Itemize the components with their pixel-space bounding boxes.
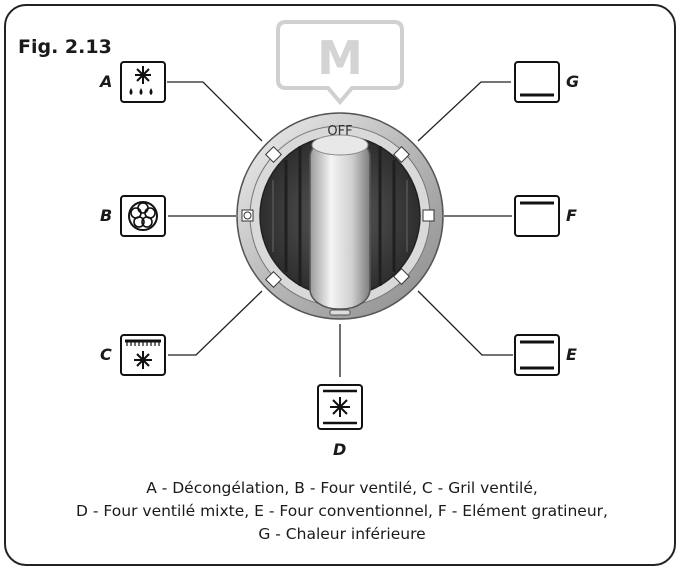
ring-symbol-bottom-heat-icon	[393, 146, 410, 163]
knob-handle	[309, 136, 371, 310]
caption-line-2: D - Four ventilé mixte, E - Four convent…	[76, 502, 608, 520]
figure-frame	[4, 4, 676, 566]
knob-grooves	[284, 146, 396, 286]
oven-knob: OFF	[236, 112, 444, 320]
caption-line-1: A - Décongélation, B - Four ventilé, C -…	[146, 479, 538, 497]
leader-lines	[167, 81, 513, 377]
top-element-icon	[514, 195, 560, 237]
fan-icon	[120, 195, 166, 237]
label-g: G	[566, 72, 580, 91]
bottom-heat-icon	[514, 61, 560, 103]
ring-symbol-fan-grill-icon	[265, 271, 282, 288]
caption-line-3: G - Chaleur inférieure	[258, 525, 426, 543]
label-c: C	[100, 345, 112, 364]
knob-pointer-mark	[329, 309, 351, 316]
m-logo-letter: M	[317, 31, 363, 85]
label-a: A	[100, 72, 113, 91]
label-d: D	[333, 440, 347, 459]
label-e: E	[566, 345, 577, 364]
figure-label: Fig. 2.13	[18, 36, 112, 58]
fan-mixed-icon	[317, 384, 363, 430]
defrost-icon	[120, 61, 166, 103]
ring-symbol-conventional-icon	[393, 268, 410, 285]
label-b: B	[100, 206, 113, 225]
label-f: F	[566, 206, 577, 225]
ring-symbol-top-heat-icon	[422, 209, 435, 222]
ring-symbol-defrost-icon	[265, 146, 282, 163]
conventional-heat-icon	[514, 334, 560, 376]
fan-grill-icon	[120, 334, 166, 376]
m-logo-icon: M	[276, 20, 404, 106]
knob-off-label: OFF	[327, 124, 352, 139]
